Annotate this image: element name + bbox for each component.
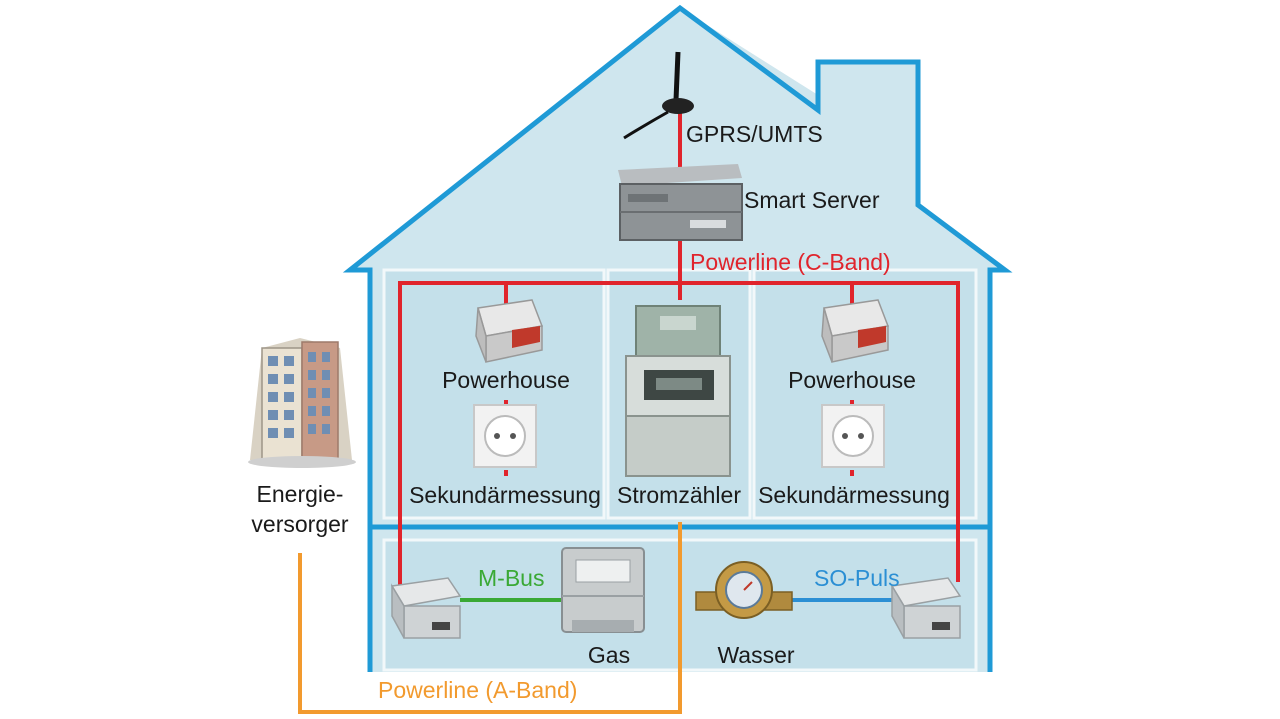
office-building-icon [248, 338, 356, 468]
smart-server-icon [618, 164, 743, 241]
powerhouse-left-icon [475, 299, 544, 363]
powerline-c-band [398, 112, 960, 590]
label-powerhouse-right: Powerhouse [788, 367, 916, 393]
label-powerline-c-band: Powerline (C-Band) [690, 249, 891, 275]
house-outline [342, 4, 1013, 672]
label-powerline-a-band: Powerline (A-Band) [378, 677, 577, 703]
main-loop [398, 281, 960, 590]
label-smart-server: Smart Server [744, 187, 880, 213]
socket-left-icon [473, 404, 537, 468]
label-sekundaermessung-left: Sekundärmessung [409, 482, 601, 508]
mbus-gateway-icon [390, 577, 462, 639]
label-so-puls: SO-Puls [814, 565, 900, 591]
label-gprs-umts: GPRS/UMTS [686, 121, 823, 147]
label-stromzaehler: Stromzähler [617, 482, 741, 508]
powerhouse-right-icon [821, 299, 890, 363]
so-puls-gateway-icon [890, 577, 962, 639]
label-gas: Gas [588, 642, 630, 668]
label-energieversorger-line1: Energie- [257, 481, 344, 507]
room-left [382, 268, 606, 520]
powerline-a-line [298, 522, 682, 714]
powerline-a-band [298, 522, 682, 714]
socket-right-icon [821, 404, 885, 468]
label-energieversorger-line2: versorger [251, 511, 348, 537]
label-mbus: M-Bus [478, 565, 544, 591]
label-powerhouse-left: Powerhouse [442, 367, 570, 393]
electricity-meter-icon [625, 305, 731, 477]
label-sekundaermessung-right: Sekundärmessung [758, 482, 950, 508]
label-wasser: Wasser [717, 642, 794, 668]
antenna-icon [623, 51, 694, 140]
water-meter-icon [695, 561, 793, 619]
gas-meter-icon [561, 547, 645, 633]
